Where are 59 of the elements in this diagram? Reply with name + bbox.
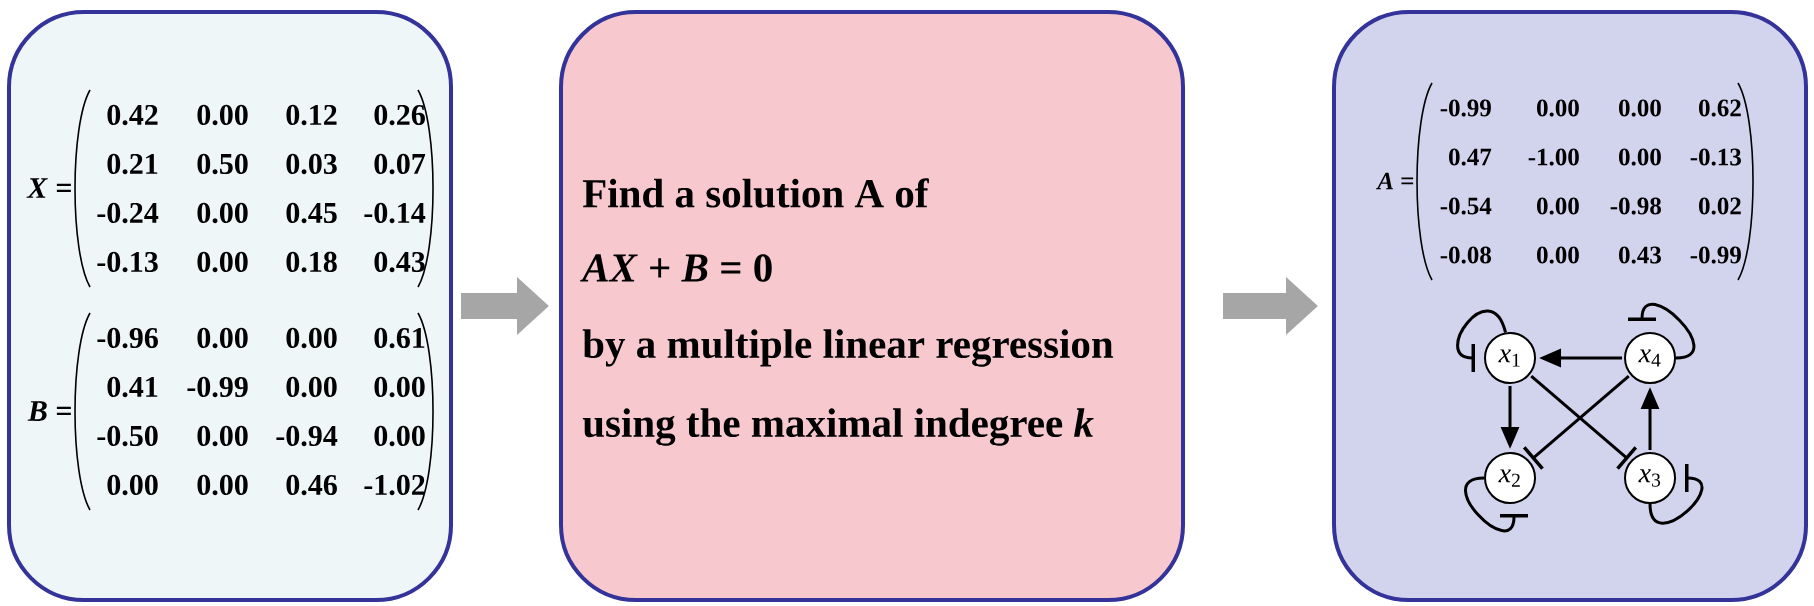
matrix-entry: -0.50	[97, 425, 158, 447]
matrix-entry: -0.99	[1690, 246, 1741, 264]
matrix-entry: 0.00	[374, 376, 425, 398]
matrix-label: B =	[27, 401, 71, 421]
matrix-label: X =	[26, 178, 71, 198]
self-loop	[1464, 476, 1528, 532]
matrix-entry: -0.08	[1440, 246, 1491, 264]
matrix-entry: 0.00	[107, 474, 158, 496]
matrix-entry: 0.00	[197, 202, 248, 224]
matrix-entry: 0.47	[1449, 148, 1492, 166]
matrix-entry: 0.43	[374, 251, 425, 273]
matrix-entry: -0.99	[187, 376, 248, 398]
matrix-entry: -0.96	[97, 327, 158, 349]
matrix-entry: 0.12	[286, 104, 337, 126]
matrix-entry: 0.50	[197, 153, 248, 175]
matrix-entry: 0.45	[286, 202, 337, 224]
matrix-entry: -0.13	[97, 251, 158, 273]
matrix-entry: 0.00	[1537, 99, 1579, 117]
matrix-entry: -0.13	[1690, 148, 1741, 166]
matrix-entry: 0.00	[374, 425, 425, 447]
matrix-entry: 0.18	[286, 251, 337, 273]
matrix-entry: 0.21	[107, 153, 158, 175]
matrix-entry: -0.54	[1440, 197, 1492, 215]
matrix-entry: 0.41	[107, 376, 158, 398]
matrix-entry: 0.62	[1699, 99, 1741, 117]
self-loop	[1648, 464, 1704, 525]
matrix-entry: 0.00	[286, 327, 337, 349]
matrix-entry: 0.00	[1537, 197, 1579, 215]
matrix-entry: -0.94	[276, 425, 338, 447]
matrix-entry: -1.02	[364, 474, 425, 496]
matrix-entry: 0.00	[197, 474, 248, 496]
matrix-entry: 0.03	[286, 153, 337, 175]
matrix-entry: 0.07	[374, 153, 426, 175]
matrix-entry: -0.99	[1440, 99, 1491, 117]
matrix-entry: -1.00	[1528, 148, 1579, 166]
matrix-entry: 0.43	[1619, 246, 1661, 264]
text-line: Find a solution A of	[582, 178, 929, 208]
text-line: AX + B = 0	[580, 254, 772, 282]
matrix-entry: 0.00	[286, 376, 337, 398]
matrix-entry: 0.02	[1699, 197, 1741, 215]
matrix-entry: 0.00	[1619, 148, 1661, 166]
matrix-entry: -0.98	[1610, 197, 1661, 215]
matrix-entry: 0.61	[374, 327, 425, 349]
matrix-entry: 0.26	[374, 104, 425, 126]
matrix-entry: 0.00	[197, 425, 248, 447]
text-line: by a multiple linear regression	[582, 329, 1114, 367]
self-loop	[1628, 303, 1696, 360]
self-loop	[1456, 309, 1507, 372]
matrix-entry: 0.46	[286, 474, 337, 496]
matrix-entry: 0.42	[107, 104, 158, 126]
matrix-entry: -0.24	[97, 202, 159, 224]
matrix-entry: 0.00	[1619, 99, 1661, 117]
matrix-label: A =	[1376, 172, 1414, 190]
matrix-entry: 0.00	[1537, 246, 1579, 264]
matrix-entry: 0.00	[197, 251, 248, 273]
text-line: using the maximal indegree k	[582, 408, 1094, 446]
matrix-entry: -0.14	[364, 202, 426, 224]
matrix-entry: 0.00	[197, 327, 248, 349]
matrix-entry: 0.00	[197, 104, 248, 126]
